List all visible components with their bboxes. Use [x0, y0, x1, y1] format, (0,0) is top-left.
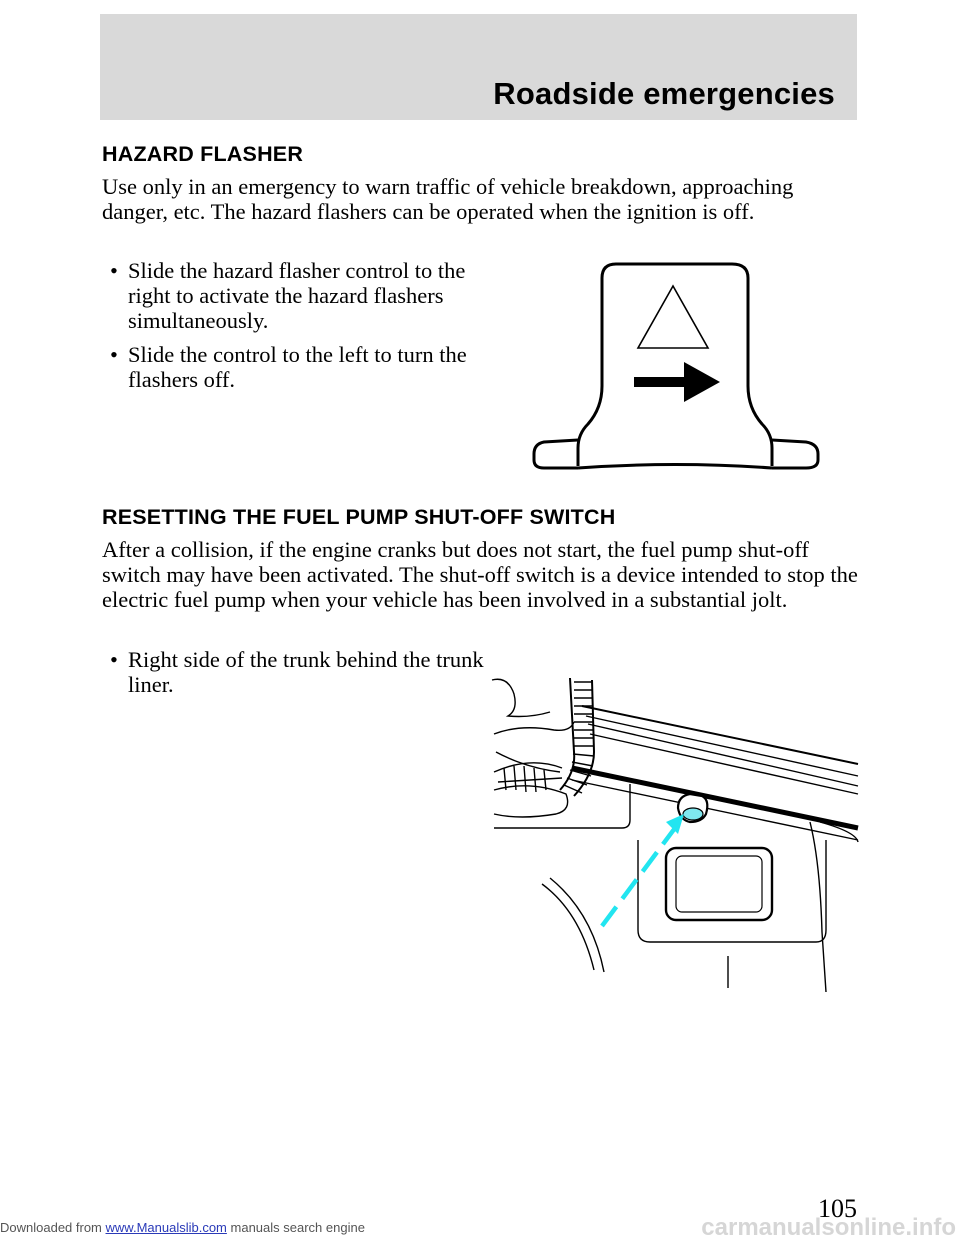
hazard-heading: HAZARD FLASHER	[102, 142, 304, 166]
fuel-pump-switch-icon	[676, 792, 709, 824]
bullet-dot: •	[110, 258, 118, 283]
footer: Downloaded from www.Manualslib.com manua…	[0, 1220, 560, 1235]
hazard-intro: Use only in an emergency to warn traffic…	[102, 174, 794, 224]
section-title: Roadside emergencies	[493, 76, 835, 111]
control-left-tab	[532, 438, 579, 470]
list-item: • Slide the hazard flasher control to th…	[110, 258, 508, 333]
list-item: • Right side of the trunk behind the tru…	[110, 647, 508, 697]
control-body-outline	[576, 262, 774, 466]
footer-link[interactable]: www.Manualslib.com	[105, 1220, 227, 1235]
control-right-tab	[771, 438, 820, 470]
footer-suffix: manuals search engine	[230, 1220, 365, 1235]
control-base-line	[577, 463, 773, 470]
header-band: Roadside emergencies	[100, 14, 857, 120]
watermark: carmanualsonline.info	[701, 1214, 956, 1241]
bullet-dot: •	[110, 647, 118, 672]
cyan-dashed-arrow-icon	[600, 814, 684, 928]
list-item: • Slide the control to the left to turn …	[110, 342, 508, 392]
trunk-liner-panel	[664, 846, 774, 922]
trunk-switch-illustration	[491, 677, 859, 992]
bullet-text: Slide the hazard flasher control to the …	[128, 258, 466, 333]
page-number: 105	[818, 1194, 857, 1223]
fuel-intro: After a collision, if the engine cranks …	[102, 537, 858, 612]
hazard-control-illustration	[532, 262, 820, 470]
bullet-text: Right side of the trunk behind the trunk…	[128, 647, 484, 697]
fuel-heading: RESETTING THE FUEL PUMP SHUT-OFF SWITCH	[102, 505, 616, 529]
bullet-text: Slide the control to the left to turn th…	[128, 342, 467, 392]
bullet-dot: •	[110, 342, 118, 367]
footer-prefix: Downloaded from	[0, 1220, 102, 1235]
right-arrow-icon	[634, 362, 720, 402]
hazard-triangle-icon	[636, 284, 710, 349]
